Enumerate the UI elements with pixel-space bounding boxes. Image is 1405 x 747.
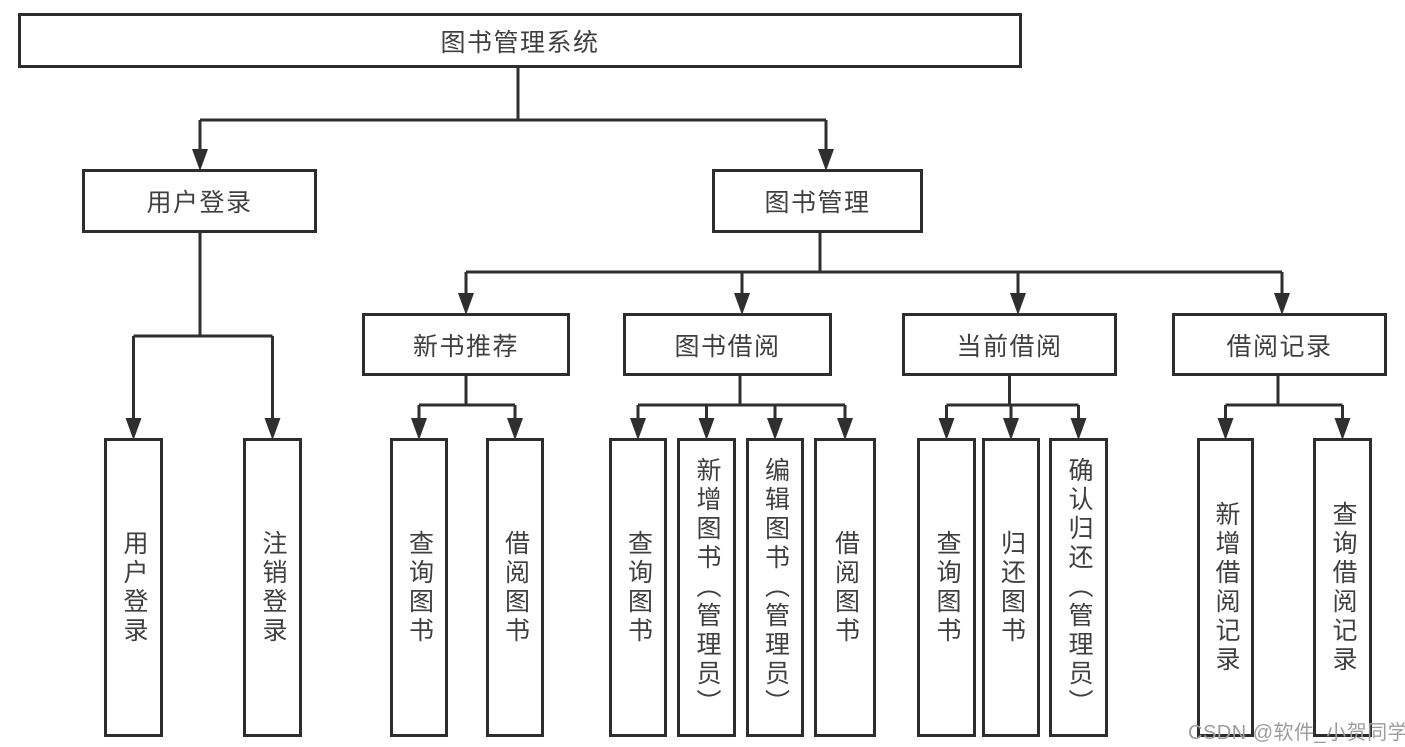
node-label: 查询图书: [933, 529, 961, 646]
arrowhead-icon: [1070, 418, 1087, 440]
leaf-borrowing-query-books: 查询图书: [609, 438, 667, 737]
arrowhead-icon: [1334, 418, 1351, 440]
leaf-records-add-borrow-record: 新增借阅记录: [1197, 438, 1254, 737]
leaf-records-query-borrow-record: 查询借阅记录: [1313, 438, 1372, 737]
node-system-root: 图书管理系统: [18, 13, 1022, 68]
tree-edges: [132, 68, 1344, 424]
node-label: 确认归还（管理员）: [1065, 457, 1093, 718]
node-current-borrowing: 当前借阅: [902, 313, 1117, 376]
node-label: 编辑图书（管理员）: [761, 457, 790, 718]
node-label: 用户登录: [120, 529, 148, 646]
node-label: 新书推荐: [412, 332, 519, 361]
node-label: 当前借阅: [956, 332, 1063, 361]
arrowhead-icon: [264, 418, 281, 440]
leaf-borrowing-add-book-admin: 新增图书（管理员）: [677, 438, 736, 737]
leaf-newbook-borrow-books: 借阅图书: [486, 438, 544, 737]
csdn-watermark: CSDN @软件_小贺同学: [1188, 722, 1405, 744]
node-label: 借阅图书: [831, 529, 860, 646]
node-label: 借阅图书: [501, 529, 530, 646]
arrowhead-icon: [125, 418, 142, 440]
node-new-book-recommend: 新书推荐: [362, 313, 570, 376]
arrowhead-icon: [767, 418, 783, 440]
node-book-borrowing: 图书借阅: [623, 313, 832, 376]
arrowhead-icon: [1010, 293, 1026, 315]
node-label: 查询图书: [624, 529, 653, 646]
arrowhead-icon: [1274, 293, 1290, 315]
arrowhead-icon: [458, 293, 474, 315]
node-label: 查询图书: [405, 529, 434, 646]
leaf-current-confirm-return-admin: 确认归还（管理员）: [1049, 438, 1108, 737]
node-user-login: 用户登录: [82, 169, 317, 233]
arrowhead-icon: [698, 418, 715, 440]
node-label: 图书借阅: [674, 332, 781, 361]
node-label: 注销登录: [259, 529, 287, 646]
leaf-user-login: 用户登录: [104, 438, 163, 737]
node-label: 图书管理: [764, 189, 871, 217]
arrowhead-icon: [938, 418, 955, 440]
node-label: 新增借阅记录: [1212, 500, 1240, 675]
leaf-current-return-books: 归还图书: [982, 438, 1040, 737]
leaf-logout: 注销登录: [243, 438, 302, 737]
arrowhead-icon: [1003, 418, 1019, 440]
node-label: 查询借阅记录: [1329, 500, 1357, 675]
arrowhead-icon: [630, 418, 646, 440]
arrowhead-icon: [818, 149, 834, 171]
leaf-current-query-books: 查询图书: [917, 438, 976, 737]
node-book-management: 图书管理: [712, 169, 923, 233]
arrowhead-icon: [507, 418, 523, 440]
arrowhead-icon: [837, 418, 853, 440]
node-label: 用户登录: [146, 189, 253, 217]
arrowhead-icon: [1217, 418, 1234, 440]
arrowhead-icon: [411, 418, 427, 440]
leaf-newbook-query-books: 查询图书: [390, 438, 448, 737]
arrowhead-icon: [192, 149, 208, 171]
node-borrow-records: 借阅记录: [1172, 313, 1387, 376]
leaf-borrowing-borrow-books: 借阅图书: [814, 438, 876, 737]
leaf-borrowing-edit-book-admin: 编辑图书（管理员）: [746, 438, 804, 737]
node-label: 图书管理系统: [440, 28, 600, 57]
arrowhead-icon: [734, 293, 750, 315]
node-label: 借阅记录: [1226, 332, 1333, 361]
node-label: 新增图书（管理员）: [693, 457, 721, 718]
node-label: 归还图书: [997, 529, 1026, 646]
